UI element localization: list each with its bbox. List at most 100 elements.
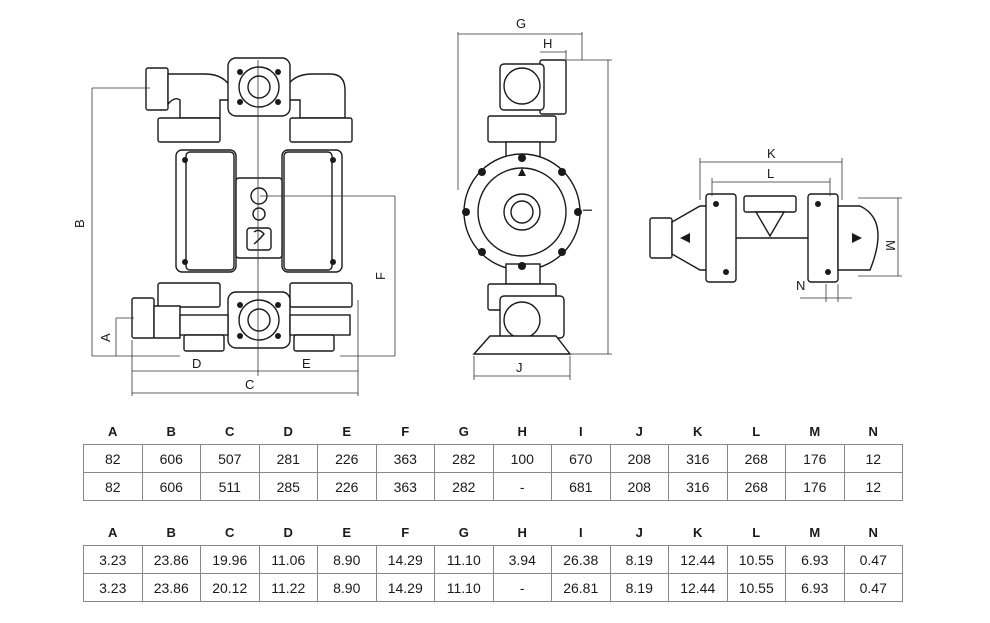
column-header: K xyxy=(693,423,703,439)
column-header: N xyxy=(868,423,878,439)
table-cell: 3.94 xyxy=(492,545,552,574)
table-cell: 8.90 xyxy=(317,573,377,602)
dimensions-table-inch: A B C D E F G H I J K L M N 3.23 23.86 1… xyxy=(83,519,903,602)
table-row: 82 606 511 285 226 363 282 - 681 208 316… xyxy=(83,472,903,501)
table-cell: 670 xyxy=(551,444,611,473)
table-cell: 11.10 xyxy=(434,545,494,574)
dimension-label-n: N xyxy=(796,278,805,293)
table-cell: 8.90 xyxy=(317,545,377,574)
table-cell: 23.86 xyxy=(141,573,201,602)
column-header: B xyxy=(166,524,176,540)
technical-drawings: B A F D E C xyxy=(72,16,902,396)
table-cell: 14.29 xyxy=(375,545,435,574)
table-cell: - xyxy=(492,573,552,602)
table-cell: - xyxy=(492,472,552,501)
table-cell: 100 xyxy=(492,444,552,473)
column-header: I xyxy=(578,423,583,439)
side-view-dimension-lines xyxy=(457,32,612,380)
table-cell: 82 xyxy=(83,472,143,501)
column-header: C xyxy=(225,524,235,540)
table-cell: 285 xyxy=(258,472,318,501)
column-header: F xyxy=(401,524,410,540)
column-header: D xyxy=(283,423,293,439)
table-cell: 10.55 xyxy=(726,545,786,574)
table-cell: 606 xyxy=(141,472,201,501)
top-view-drawing xyxy=(649,193,879,283)
dimension-label-e: E xyxy=(302,356,311,371)
column-header: I xyxy=(578,524,583,540)
table-cell: 208 xyxy=(609,444,669,473)
table-cell: 681 xyxy=(551,472,611,501)
column-header: E xyxy=(342,524,352,540)
table-cell: 268 xyxy=(726,444,786,473)
table-cell: 281 xyxy=(258,444,318,473)
table-cell: 316 xyxy=(668,444,728,473)
table-cell: 6.93 xyxy=(785,545,845,574)
table-cell: 19.96 xyxy=(200,545,260,574)
table-cell: 606 xyxy=(141,444,201,473)
table-cell: 282 xyxy=(434,444,494,473)
column-header: M xyxy=(809,524,821,540)
table-row: 3.23 23.86 20.12 11.22 8.90 14.29 11.10 … xyxy=(83,573,903,602)
table-cell: 10.55 xyxy=(726,573,786,602)
top-view-dimension-lines xyxy=(699,158,902,302)
table-cell: 268 xyxy=(726,472,786,501)
column-header: D xyxy=(283,524,293,540)
dimension-label-j: J xyxy=(516,360,523,375)
table-cell: 3.23 xyxy=(83,545,143,574)
dimension-label-d: D xyxy=(192,356,201,371)
table-cell: 226 xyxy=(317,444,377,473)
column-header: G xyxy=(458,524,469,540)
table-cell: 363 xyxy=(375,444,435,473)
column-header: G xyxy=(458,423,469,439)
table-row: 82 606 507 281 226 363 282 100 670 208 3… xyxy=(83,444,903,473)
column-header: E xyxy=(342,423,352,439)
table-header-row: A B C D E F G H I J K L M N xyxy=(84,418,903,445)
column-header: J xyxy=(635,524,643,540)
column-header: A xyxy=(108,423,118,439)
table-cell: 0.47 xyxy=(843,545,903,574)
column-header: F xyxy=(401,423,410,439)
dimension-label-l: L xyxy=(767,166,774,181)
column-header: M xyxy=(809,423,821,439)
table-cell: 6.93 xyxy=(785,573,845,602)
column-header: L xyxy=(752,524,761,540)
table-cell: 14.29 xyxy=(375,573,435,602)
table-header-row: A B C D E F G H I J K L M N xyxy=(84,519,903,546)
column-header: J xyxy=(635,423,643,439)
dimension-label-k: K xyxy=(767,146,776,161)
dimension-label-i: I xyxy=(580,208,595,212)
column-header: N xyxy=(868,524,878,540)
table-cell: 12.44 xyxy=(668,573,728,602)
table-cell: 316 xyxy=(668,472,728,501)
column-header: A xyxy=(108,524,118,540)
table-cell: 176 xyxy=(785,472,845,501)
table-cell: 0.47 xyxy=(843,573,903,602)
table-cell: 12 xyxy=(843,444,903,473)
table-cell: 12.44 xyxy=(668,545,728,574)
dimension-label-c: C xyxy=(245,377,254,392)
column-header: H xyxy=(517,423,527,439)
dimension-label-g: G xyxy=(516,16,526,31)
table-cell: 511 xyxy=(200,472,260,501)
dimension-label-b: B xyxy=(72,219,87,228)
dimension-label-m: M xyxy=(883,240,898,251)
table-cell: 226 xyxy=(317,472,377,501)
table-cell: 12 xyxy=(843,472,903,501)
front-view-drawing xyxy=(131,57,353,352)
table-cell: 26.81 xyxy=(551,573,611,602)
column-header: L xyxy=(752,423,761,439)
dimensions-table-mm: A B C D E F G H I J K L M N 82 606 507 2… xyxy=(83,418,903,501)
table-cell: 8.19 xyxy=(609,573,669,602)
table-cell: 20.12 xyxy=(200,573,260,602)
table-cell: 82 xyxy=(83,444,143,473)
table-cell: 11.06 xyxy=(258,545,318,574)
table-row: 3.23 23.86 19.96 11.06 8.90 14.29 11.10 … xyxy=(83,545,903,574)
table-cell: 3.23 xyxy=(83,573,143,602)
table-cell: 282 xyxy=(434,472,494,501)
front-view-dimension-lines xyxy=(91,60,396,396)
side-view-drawing xyxy=(462,59,582,355)
table-cell: 11.22 xyxy=(258,573,318,602)
table-cell: 208 xyxy=(609,472,669,501)
table-cell: 8.19 xyxy=(609,545,669,574)
